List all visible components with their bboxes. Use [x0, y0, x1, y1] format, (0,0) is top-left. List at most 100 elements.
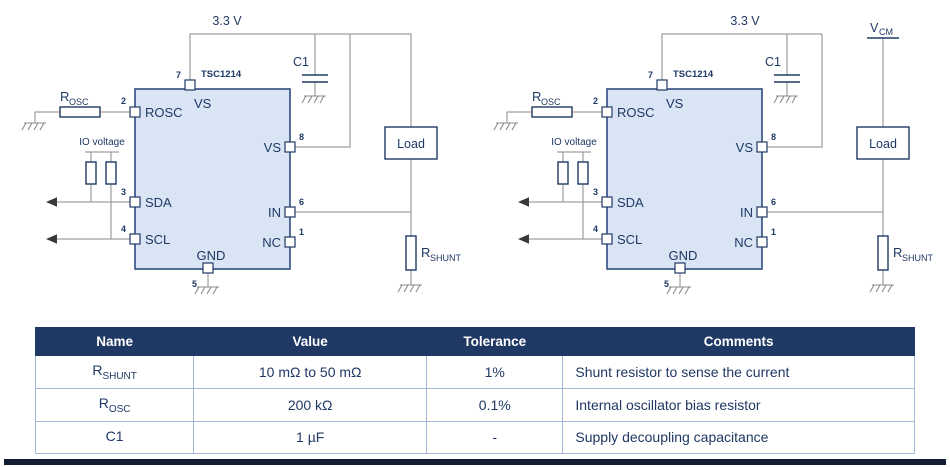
pin-6-name: IN: [740, 205, 753, 220]
circuits-row: 3.3 V C1 TSC1214 7 VS 2 ROSC 3 SDA 4 SCL…: [21, 14, 934, 295]
pin-6-name: IN: [268, 205, 281, 220]
pin-2: [129, 106, 141, 118]
vs8-wire: [295, 34, 351, 148]
pin-3-number: 3: [593, 187, 598, 197]
pin-5-number: 5: [664, 279, 669, 289]
rshunt-ref-sub: SHUNT: [902, 253, 934, 263]
rosc-ref-sub: OSC: [69, 97, 89, 107]
supply-voltage-label: 3.3 V: [212, 14, 242, 28]
pin-8-number: 8: [299, 132, 304, 142]
pin-7: [656, 79, 668, 91]
pin-6-number: 6: [299, 197, 304, 207]
cell-comments: Internal oscillator bias resistor: [562, 387, 915, 422]
col-header-name: Name: [34, 327, 195, 356]
pin-3: [129, 196, 141, 208]
col-header-value: Value: [193, 327, 428, 356]
application-circuit-right: 3.3 V V CM C1 TSC1214 7 VS 2 ROSC 3 SDA …: [493, 14, 934, 295]
pin-7-name: VS: [194, 96, 212, 111]
pin-3-number: 3: [121, 187, 126, 197]
pin-3-name: SDA: [145, 195, 172, 210]
rshunt-resistor: [877, 235, 889, 271]
scl-pullup-resistor: [577, 161, 589, 185]
sda-pullup-resistor: [557, 161, 569, 185]
pin-8: [756, 141, 768, 153]
table-row: C1 1 µF - Supply decoupling capacitance: [34, 420, 915, 455]
sda-arrow-icon: [518, 197, 529, 207]
pin-3: [601, 196, 613, 208]
cell-tolerance: -: [426, 420, 564, 455]
sda-arrow-icon: [46, 197, 57, 207]
pin-2-number: 2: [121, 96, 126, 106]
cell-tolerance: 1%: [426, 355, 564, 389]
pin-8-name: VS: [736, 140, 754, 155]
supply-rail-wire: [189, 33, 412, 127]
pin-1-name: NC: [262, 235, 281, 250]
pin-6: [284, 206, 296, 218]
scl-arrow-icon: [518, 234, 529, 244]
io-voltage-label: IO voltage: [79, 137, 125, 148]
chip-body: [606, 88, 763, 270]
pin-2: [601, 106, 613, 118]
col-header-comments: Comments: [562, 327, 915, 356]
cell-comments: Shunt resistor to sense the current: [562, 355, 915, 389]
components-table: Name Value Tolerance Comments RSHUNT 10 …: [34, 327, 915, 455]
pin-7-number: 7: [648, 70, 653, 80]
supply-rail-wire: [661, 33, 822, 80]
pin-4-number: 4: [593, 224, 598, 234]
component-ref: R: [98, 394, 109, 411]
ground-icon: [194, 286, 219, 295]
pin-1: [756, 236, 768, 248]
scl-pullup-resistor: [105, 161, 117, 185]
cell-value: 200 kΩ: [193, 387, 428, 422]
cell-name: C1: [34, 420, 195, 455]
load-box: [384, 126, 438, 160]
load-label: Load: [869, 137, 897, 151]
io-voltage-label: IO voltage: [551, 137, 597, 148]
slide-footer-bar: [4, 459, 946, 466]
ground-icon: [773, 95, 798, 104]
component-ref: C1: [105, 427, 124, 444]
rosc-resistor: [59, 106, 101, 118]
pin-1: [284, 236, 296, 248]
vs8-wire: [767, 34, 823, 148]
cell-name: ROSC: [34, 387, 195, 422]
pin-2-name: ROSC: [617, 105, 655, 120]
pin-7: [184, 79, 196, 91]
application-circuit-left: 3.3 V C1 TSC1214 7 VS 2 ROSC 3 SDA 4 SCL…: [21, 14, 462, 295]
pin-4-name: SCL: [617, 232, 642, 247]
ground-icon: [397, 284, 422, 293]
rosc-wire-left: [34, 111, 60, 123]
pin-1-number: 1: [771, 227, 776, 237]
sda-pullup-resistor: [85, 161, 97, 185]
cell-value: 10 mΩ to 50 mΩ: [193, 355, 428, 389]
pin-5-number: 5: [192, 279, 197, 289]
chip-name-label: TSC1214: [673, 69, 714, 80]
rosc-wire-left: [506, 111, 532, 123]
load-label: Load: [397, 137, 425, 151]
pin-4: [601, 233, 613, 245]
rshunt-resistor: [405, 235, 417, 271]
table-row: ROSC 200 kΩ 0.1% Internal oscillator bia…: [34, 387, 915, 422]
ground-icon: [21, 122, 46, 131]
pin-1-name: NC: [734, 235, 753, 250]
scl-arrow-icon: [46, 234, 57, 244]
ground-icon: [301, 95, 326, 104]
pin-6: [756, 206, 768, 218]
pin-5-name: GND: [197, 248, 226, 263]
table-header-row: Name Value Tolerance Comments: [34, 327, 915, 356]
pin-8-number: 8: [771, 132, 776, 142]
rshunt-ref-sub: SHUNT: [430, 253, 462, 263]
ground-icon: [869, 284, 894, 293]
wires-left: [34, 33, 412, 287]
vcm-label-sub: CM: [879, 27, 893, 37]
pin-7-number: 7: [176, 70, 181, 80]
vcm-label: V: [870, 21, 879, 35]
pin-7-name: VS: [666, 96, 684, 111]
pin-4: [129, 233, 141, 245]
ground-icon: [493, 122, 518, 131]
cell-comments: Supply decoupling capacitance: [562, 420, 915, 455]
pin-6-number: 6: [771, 197, 776, 207]
pin-5: [674, 262, 686, 274]
pin-1-number: 1: [299, 227, 304, 237]
c1-label: C1: [765, 55, 781, 69]
